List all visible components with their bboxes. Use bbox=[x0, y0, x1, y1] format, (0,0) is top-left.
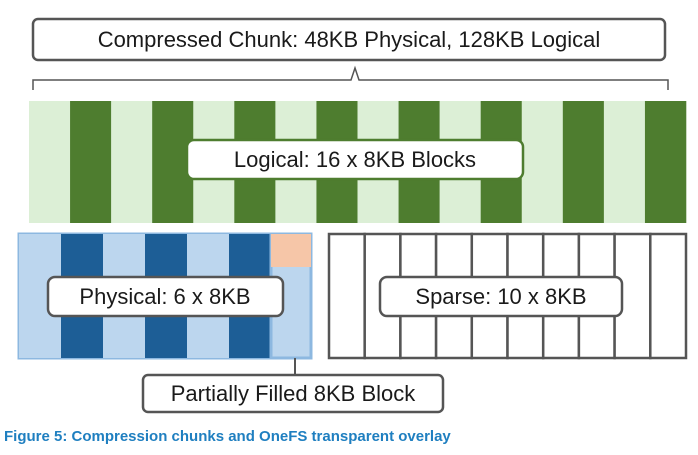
chunk-brace bbox=[32, 65, 669, 90]
partial-label: Partially Filled 8KB Block bbox=[171, 381, 417, 406]
logical-block bbox=[29, 101, 71, 223]
logical-label: Logical: 16 x 8KB Blocks bbox=[234, 147, 476, 172]
sparse-label-box bbox=[378, 275, 624, 318]
sparse-label: Sparse: 10 x 8KB bbox=[415, 284, 586, 309]
physical-label: Physical: 6 x 8KB bbox=[79, 284, 250, 309]
figure-caption: Figure 5: Compression chunks and OneFS t… bbox=[4, 428, 451, 445]
logical-block bbox=[562, 101, 605, 223]
logical-block bbox=[111, 101, 153, 223]
logical-block bbox=[70, 101, 112, 223]
sparse-block bbox=[327, 232, 366, 360]
logical-label-box bbox=[185, 138, 525, 181]
title-box bbox=[31, 17, 667, 62]
partial-block-fill bbox=[271, 234, 311, 267]
logical-block bbox=[603, 101, 646, 223]
logical-block bbox=[521, 101, 564, 223]
logical-block bbox=[644, 101, 687, 223]
partial-label-box bbox=[141, 373, 445, 414]
sparse-block bbox=[649, 232, 688, 360]
title-text: Compressed Chunk: 48KB Physical, 128KB L… bbox=[98, 27, 601, 52]
physical-label-box bbox=[46, 275, 285, 318]
